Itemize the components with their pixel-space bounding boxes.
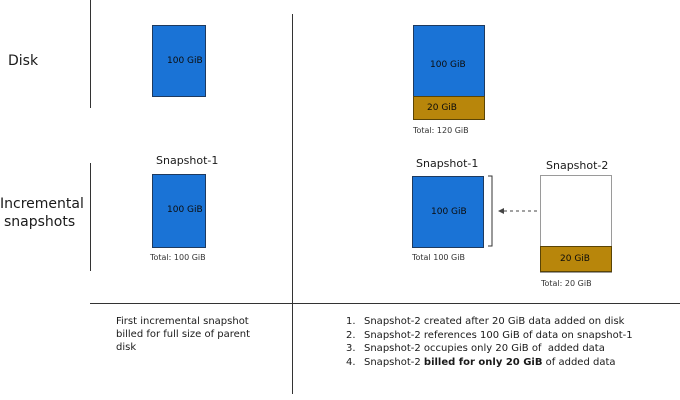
note-text: Snapshot-2 occupies only 20 GiB of added… <box>364 343 605 354</box>
right-disk-box-label: 100 GiB <box>430 60 466 70</box>
right-snapshot1-title: Snapshot-1 <box>416 157 479 170</box>
note-item: 1.Snapshot-2 created after 20 GiB data a… <box>346 316 625 327</box>
billing-notes-list: 1.Snapshot-2 created after 20 GiB data a… <box>346 315 633 369</box>
left-disk-box: 100 GiB <box>152 25 206 97</box>
note-text-post: of added data <box>542 356 616 368</box>
right-snapshot2-data-box: 20 GiB <box>540 246 612 272</box>
right-snapshot1-box: 100 GiB <box>412 176 484 248</box>
note-text-pre: Snapshot-2 <box>364 356 424 368</box>
right-snapshot1-total: Total 100 GiB <box>412 253 465 262</box>
right-snapshot2-box-label: 20 GiB <box>560 254 590 264</box>
right-disk-total: Total: 120 GiB <box>413 126 469 135</box>
left-snapshot1-title: Snapshot-1 <box>156 154 219 167</box>
note-text-bold: billed for only 20 GiB <box>423 356 543 368</box>
left-disk-box-label: 100 GiB <box>167 56 203 66</box>
note-text: Snapshot-2 created after 20 GiB data add… <box>364 316 625 327</box>
left-note-line2: billed for full size of parent <box>116 329 251 340</box>
note-item: 4.Snapshot-2 billed for only 20 GiB of a… <box>346 356 616 368</box>
note-item: 3.Snapshot-2 occupies only 20 GiB of add… <box>346 343 605 354</box>
left-snapshot1-box: 100 GiB <box>152 174 206 248</box>
left-note-line3: disk <box>116 342 137 353</box>
snapshot1-bracket <box>488 175 493 247</box>
right-snapshot2-total: Total: 20 GiB <box>541 279 592 288</box>
right-snapshot1-box-label: 100 GiB <box>431 207 467 217</box>
incremental-row-label-line2: snapshots <box>4 214 76 230</box>
left-note-line1: First incremental snapshot <box>116 316 249 327</box>
disk-row-label: Disk <box>8 53 39 69</box>
right-disk-added-label: 20 GiB <box>427 103 457 113</box>
right-disk-box: 100 GiB <box>413 25 485 97</box>
left-divider-snapshots <box>90 163 91 271</box>
right-snapshot2-title: Snapshot-2 <box>546 159 609 172</box>
left-note: First incremental snapshot billed for fu… <box>116 315 250 354</box>
note-item: 2.Snapshot-2 references 100 GiB of data … <box>346 329 633 341</box>
left-snapshot1-box-label: 100 GiB <box>167 205 203 215</box>
note-text: Snapshot-2 references 100 GiB of data on… <box>364 329 633 341</box>
reference-connector <box>488 175 540 247</box>
left-snapshot1-total: Total: 100 GiB <box>150 253 206 262</box>
horizontal-axis <box>90 303 680 304</box>
right-disk-added-box: 20 GiB <box>413 96 485 120</box>
center-divider <box>292 14 293 394</box>
incremental-row-label-line1: Incremental <box>0 196 84 212</box>
reference-arrow-head <box>498 208 504 214</box>
left-divider-disk <box>90 0 91 108</box>
